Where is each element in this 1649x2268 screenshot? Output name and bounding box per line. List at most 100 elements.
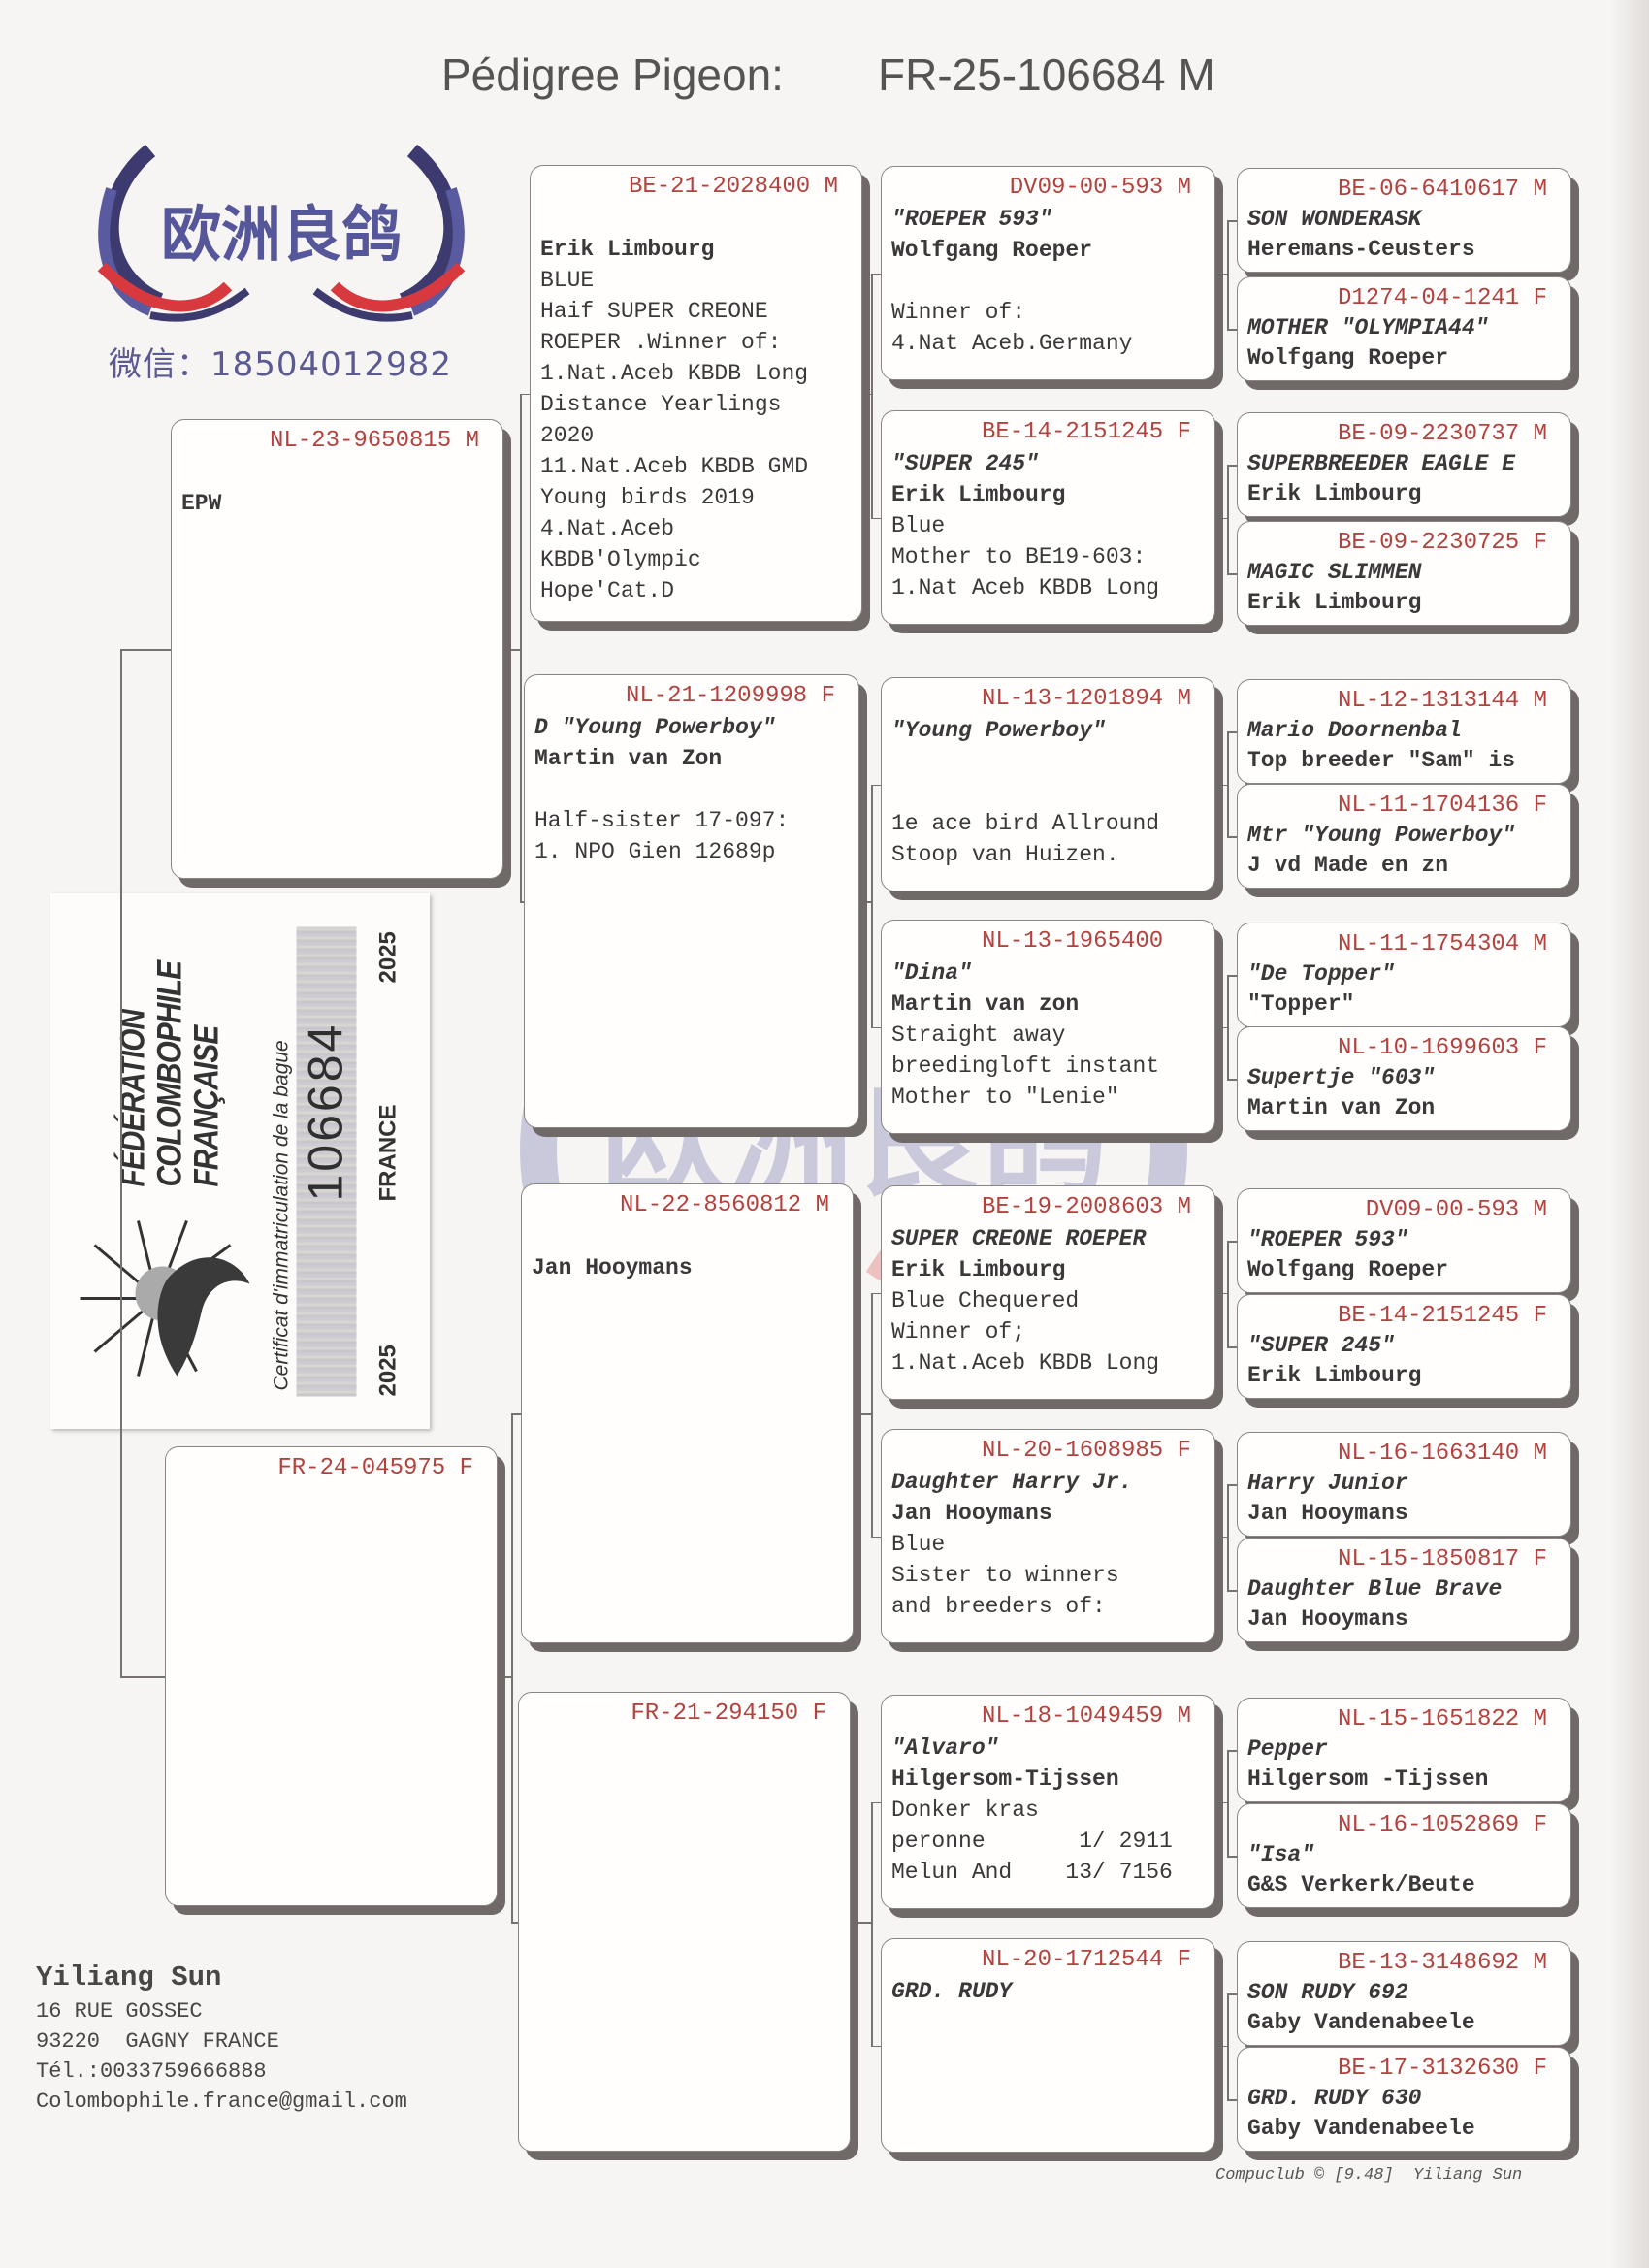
connector-line [1227,1856,1237,1858]
pigeon-note-line: breedingloft instant [891,1053,1160,1079]
pedigree-card-parents[interactable]: FR-24-045975 F [165,1446,498,1906]
pigeon-breeder-line: Wolfgang Roeper [1247,1257,1449,1282]
pigeon-note-line: Blue [891,1532,946,1557]
connector-line [871,1536,881,1538]
pigeon-note-line: Donker kras [891,1798,1039,1823]
connector-line [511,1922,521,1924]
pedigree-card-great-great-grandparents[interactable]: NL-11-1754304 M"De Topper""Topper" [1237,923,1571,1027]
pigeon-name-line: Supertje "603" [1247,1065,1436,1090]
connector-line [1227,1079,1237,1081]
owner-email[interactable]: Colombophile.france@gmail.com [36,2090,407,2114]
wing-left-icon [103,144,164,308]
pedigree-card-great-great-grandparents[interactable]: BE-14-2151245 F "SUPER 245" Erik Limbourg [1237,1294,1571,1399]
pedigree-card-grandparents[interactable]: FR-21-294150 F [518,1692,851,2152]
pigeon-breeder-line: Martin van Zon [534,746,723,771]
connector-line [862,393,871,395]
ring-number: NL-13-1965400 [981,928,1191,955]
pedigree-card-grandparents[interactable]: NL-22-8560812 M Jan Hooymans [521,1183,854,1643]
ring-number: NL-15-1651822 M [1337,1706,1547,1733]
connector-line [871,784,881,786]
connector-line [1227,975,1229,1079]
ring-number: BE-09-2230737 M [1337,421,1547,447]
connector-line [1227,975,1237,977]
pedigree-card-great-grandparents[interactable]: DV09-00-593 M"ROEPER 593"Wolfgang Roeper… [881,166,1215,380]
pigeon-note-line [891,777,1205,808]
pigeon-note-line: BLUE [540,268,595,293]
pedigree-card-parents[interactable]: NL-23-9650815 M EPW [171,419,503,879]
ring-number: FR-21-294150 F [630,1701,826,1727]
federation-line: FRANÇAISE [187,1025,225,1186]
pigeon-note-line: ROEPER .Winner of: [540,330,782,355]
connector-line [1227,465,1237,467]
pigeon-name-line: "ROEPER 593" [1247,1227,1408,1252]
connector-line [511,1413,513,1922]
connector-line [1227,1241,1229,1346]
pigeon-note-line: 11.Nat.Aceb KBDB GMD [540,454,809,479]
ring-number: FR-24-045975 F [277,1455,473,1481]
ring-number: BE-14-2151245 F [1337,1303,1547,1329]
ring-number: NL-15-1850817 F [1337,1546,1547,1572]
pigeon-breeder-line: EPW [181,491,222,516]
pigeon-breeder-line: Martin van Zon [1247,1095,1436,1120]
brand-logo: 欧洲良鸽 [97,144,466,322]
pigeon-breeder-line: Erik Limbourg [1247,1363,1422,1388]
owner-phone: Tél.:0033759666888 [36,2059,267,2084]
pigeon-name-line: SUPERBREEDER EAGLE E [1247,451,1516,476]
connector-line [1227,731,1237,733]
pigeon-name-line: "SUPER 245" [891,451,1039,476]
pigeon-name-line: Daughter Harry Jr. [891,1470,1133,1495]
subject-ring-number: FR-25-106684 M [878,49,1215,100]
brand-name: 欧洲良鸽 [161,199,402,270]
pigeon-note-line [181,457,493,488]
pigeon-note-line: 2020 [540,423,595,448]
certificate-subtitle: Certificat d'immatriculation de la bague [270,1039,292,1390]
ring-number: NL-23-9650815 M [269,428,479,454]
pigeon-name-line: Daughter Blue Brave [1247,1576,1503,1602]
pigeon-note-line: peronne 1/ 2911 [891,1829,1173,1854]
ring-number: NL-20-1712544 F [981,1947,1191,1973]
pedigree-card-great-grandparents[interactable]: NL-18-1049459 M"Alvaro"Hilgersom-Tijssen… [881,1695,1215,1909]
pigeon-breeder-line: Martin van zon [891,991,1080,1017]
connector-line [871,1292,881,1294]
ring-number: NL-11-1704136 F [1337,793,1547,819]
connector-line [520,393,522,901]
ring-number: NL-22-8560812 M [619,1192,829,1218]
pigeon-name-line: Mario Doornenbal [1247,718,1462,743]
pigeon-note-line: 4.Nat.Aceb [540,516,675,541]
pigeon-name-line: SUPER CREONE ROEPER [891,1226,1147,1251]
ring-number: DV09-00-593 M [1365,1197,1547,1223]
connector-line [1215,1536,1227,1538]
pedigree-card-great-grandparents[interactable]: NL-13-1201894 M"Young Powerboy" 1e ace b… [881,677,1215,891]
pigeon-breeder-line: Jan Hooymans [1247,1606,1408,1632]
connector-line [120,1676,165,1678]
pigeon-note-line: Sister to winners [891,1563,1119,1588]
pedigree-card-great-great-grandparents[interactable]: NL-16-1052869 F"Isa"G&S Verkerk/Beute [1237,1803,1571,1908]
pedigree-card-great-great-grandparents[interactable]: DV09-00-593 M "ROEPER 593" Wolfgang Roeper [1237,1188,1571,1293]
pigeon-name-line: "SUPER 245" [1247,1333,1395,1358]
connector-line [1227,1750,1229,1856]
connector-line [498,1676,511,1678]
pigeon-breeder-line: Erik Limbourg [891,1257,1066,1282]
pigeon-breeder-line: Heremans-Ceusters [1247,237,1475,262]
pigeon-note-line: 1. NPO Gien 12689p [534,839,776,864]
connector-line [1227,1750,1237,1752]
